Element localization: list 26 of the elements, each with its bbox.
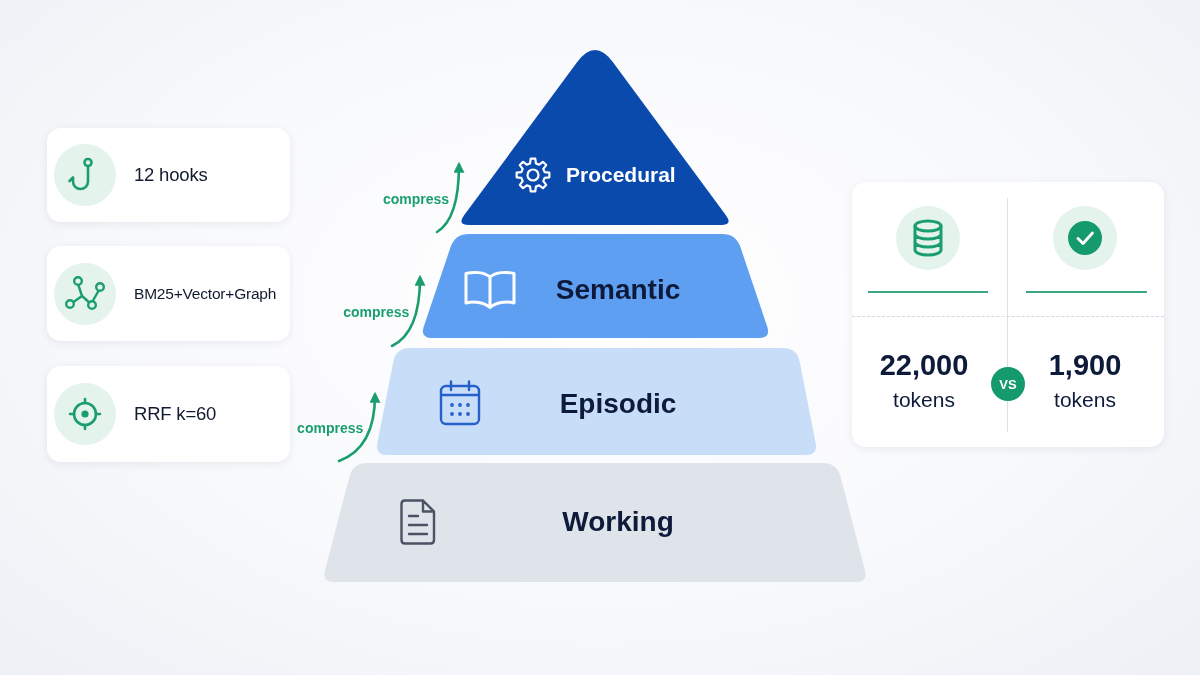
- pyramid-tier: [325, 463, 865, 582]
- token-unit: tokens: [1054, 387, 1116, 413]
- token-count: 22,000: [879, 349, 969, 383]
- tier-label: Episodic: [559, 387, 677, 421]
- feature-card: [47, 246, 290, 341]
- feature-card: [47, 128, 290, 222]
- comparison-card: [852, 182, 1164, 447]
- tier-label: Working: [562, 505, 674, 539]
- pyramid-tier: [423, 234, 768, 338]
- tier-label: Semantic: [555, 273, 681, 307]
- pyramid-tier: [378, 348, 815, 455]
- vs-badge: VS: [991, 367, 1025, 401]
- feature-label: 12 hooks: [134, 164, 208, 186]
- curved-arrow: [337, 391, 381, 463]
- feature-label: RRF k=60: [134, 403, 217, 425]
- pyramid-tier: [462, 48, 728, 225]
- edge-label: compress: [297, 420, 364, 437]
- curved-arrow: [390, 274, 426, 348]
- feature-card: [47, 366, 290, 462]
- feature-label: BM25+Vector+Graph: [134, 284, 277, 303]
- tier-label: Procedural: [566, 162, 676, 188]
- edge-label: compress: [383, 190, 450, 207]
- token-count: 1,900: [1048, 349, 1122, 383]
- edge-label: compress: [343, 304, 410, 321]
- token-unit: tokens: [893, 387, 955, 413]
- curved-arrow: [435, 161, 465, 234]
